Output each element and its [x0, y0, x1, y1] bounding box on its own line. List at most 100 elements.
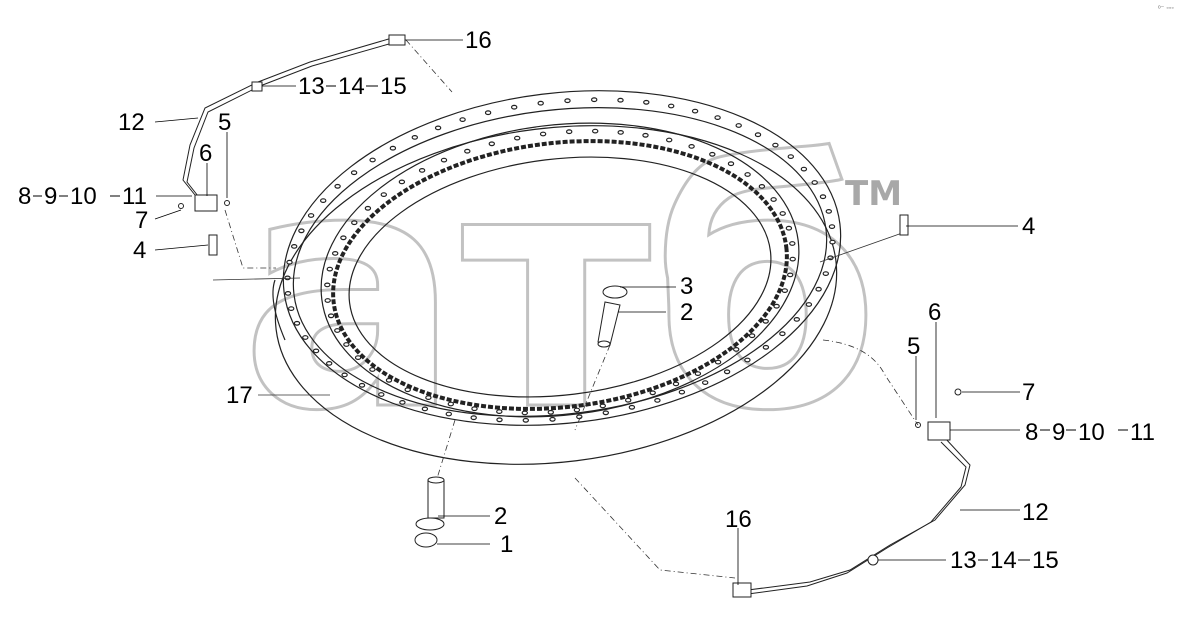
- label-8-left: 8: [18, 183, 31, 210]
- bolt-hole: [748, 333, 756, 339]
- bolt-hole: [714, 359, 722, 365]
- label-4-left: 4: [133, 237, 146, 264]
- bolt-hole: [576, 414, 583, 420]
- bolt-hole: [773, 303, 780, 309]
- label-10-right: 10: [1078, 419, 1105, 446]
- bolt-hole: [350, 170, 358, 176]
- bolt-hole: [779, 331, 786, 337]
- bolt-hole: [332, 250, 339, 256]
- bolt-hole: [521, 410, 529, 416]
- bolt-hole: [324, 282, 331, 288]
- label-6-left: 6: [199, 140, 212, 167]
- bolt-hole: [789, 241, 796, 246]
- outer-ring: [272, 90, 842, 465]
- bolt-hole: [389, 145, 397, 151]
- bolt-hole: [471, 406, 478, 412]
- bolt-hole: [399, 400, 406, 405]
- label-2-center: 2: [680, 299, 693, 326]
- label-16-bottom: 16: [725, 506, 752, 533]
- bolt-hole: [762, 344, 770, 350]
- bolt-hole: [733, 347, 740, 352]
- bolt-hole: [709, 151, 716, 157]
- label-17: 17: [226, 382, 253, 409]
- bolt-hole: [447, 401, 454, 407]
- label-16-top: 16: [465, 27, 492, 54]
- bolt-hole: [341, 372, 348, 378]
- fitting-13-top: [251, 81, 263, 92]
- bolt-hole: [628, 404, 636, 410]
- bolt-hole: [351, 220, 358, 226]
- label-14-bottom: 14: [990, 547, 1017, 574]
- bolt-hole: [672, 381, 680, 387]
- bolt-hole: [522, 417, 530, 423]
- plug-7-left: [178, 203, 184, 209]
- bolt-hole: [735, 123, 742, 128]
- bolt-hole: [758, 183, 766, 189]
- bolt-hole: [617, 97, 624, 103]
- label-5-left: 5: [218, 109, 231, 136]
- connector-16-bottom: [732, 582, 752, 598]
- bolt-hole: [805, 302, 813, 307]
- bolt-hole: [625, 397, 632, 403]
- bolt-hole: [440, 157, 448, 163]
- bolt-hole: [779, 211, 786, 216]
- bolt-bottom: [414, 476, 445, 548]
- label-9-left: 9: [44, 183, 57, 210]
- bolt-hole: [829, 239, 836, 245]
- label-4-right: 4: [1022, 213, 1035, 240]
- bolt-hole: [445, 411, 452, 417]
- label-leaders: [154, 39, 1020, 585]
- bolt-hole: [819, 194, 827, 200]
- bolt-hole: [326, 361, 333, 366]
- leader-lines: [212, 39, 919, 579]
- bolt-hole: [284, 291, 292, 296]
- bolt-hole: [459, 117, 466, 122]
- bolt-hole: [354, 355, 362, 361]
- bolt-hole: [369, 157, 376, 163]
- bolt-hole: [785, 225, 793, 231]
- bolt-hole: [822, 271, 830, 277]
- bolt-hole: [781, 288, 789, 294]
- bolt-hole: [691, 108, 699, 114]
- bolt-hole: [334, 328, 341, 333]
- bolt-hole: [288, 306, 295, 312]
- bolt-hole: [811, 180, 818, 185]
- bolt-hole: [566, 129, 573, 135]
- bolt-hole: [787, 272, 794, 278]
- bolt-hole: [787, 154, 795, 160]
- bolt-hole: [643, 99, 650, 105]
- bolt-hole: [514, 135, 521, 141]
- label-9-right: 9: [1052, 419, 1065, 446]
- bolt-hole: [324, 298, 331, 303]
- washer-5-left: [224, 200, 230, 206]
- bolt-hole: [434, 125, 442, 131]
- bolt-hole: [599, 403, 607, 409]
- fitting-13-bottom: [867, 554, 879, 566]
- bolt-hole: [744, 357, 751, 363]
- bolt-hole: [298, 228, 305, 234]
- bolt-center: [597, 285, 628, 348]
- bolt-hole: [378, 392, 385, 397]
- part-labels: 16 13 14 15 12 5 6 8 9 10 11 7 4 4 3 2 1…: [18, 27, 1155, 574]
- washer-5-right: [915, 422, 921, 428]
- watermark-text: атб: [240, 99, 880, 483]
- connector-16-top: [388, 34, 406, 46]
- bolt-hole: [385, 377, 393, 383]
- pin-4-left: [208, 234, 218, 256]
- bolt-hole: [789, 256, 796, 262]
- bolt-hole: [688, 143, 695, 149]
- watermark: атб TM: [239, 98, 903, 485]
- bolt-hole: [678, 389, 686, 395]
- bolt-hole: [591, 97, 598, 103]
- bolt-hole: [411, 134, 418, 140]
- bolt-hole: [537, 100, 544, 106]
- bolt-hole: [694, 371, 702, 377]
- bolt-hole: [404, 387, 411, 393]
- bolt-hole: [727, 161, 735, 167]
- bolt-hole: [668, 103, 675, 109]
- label-2-bottom: 2: [494, 503, 507, 530]
- label-5-right: 5: [907, 333, 920, 360]
- bolt-hole: [364, 205, 372, 211]
- bolt-hole: [425, 395, 432, 401]
